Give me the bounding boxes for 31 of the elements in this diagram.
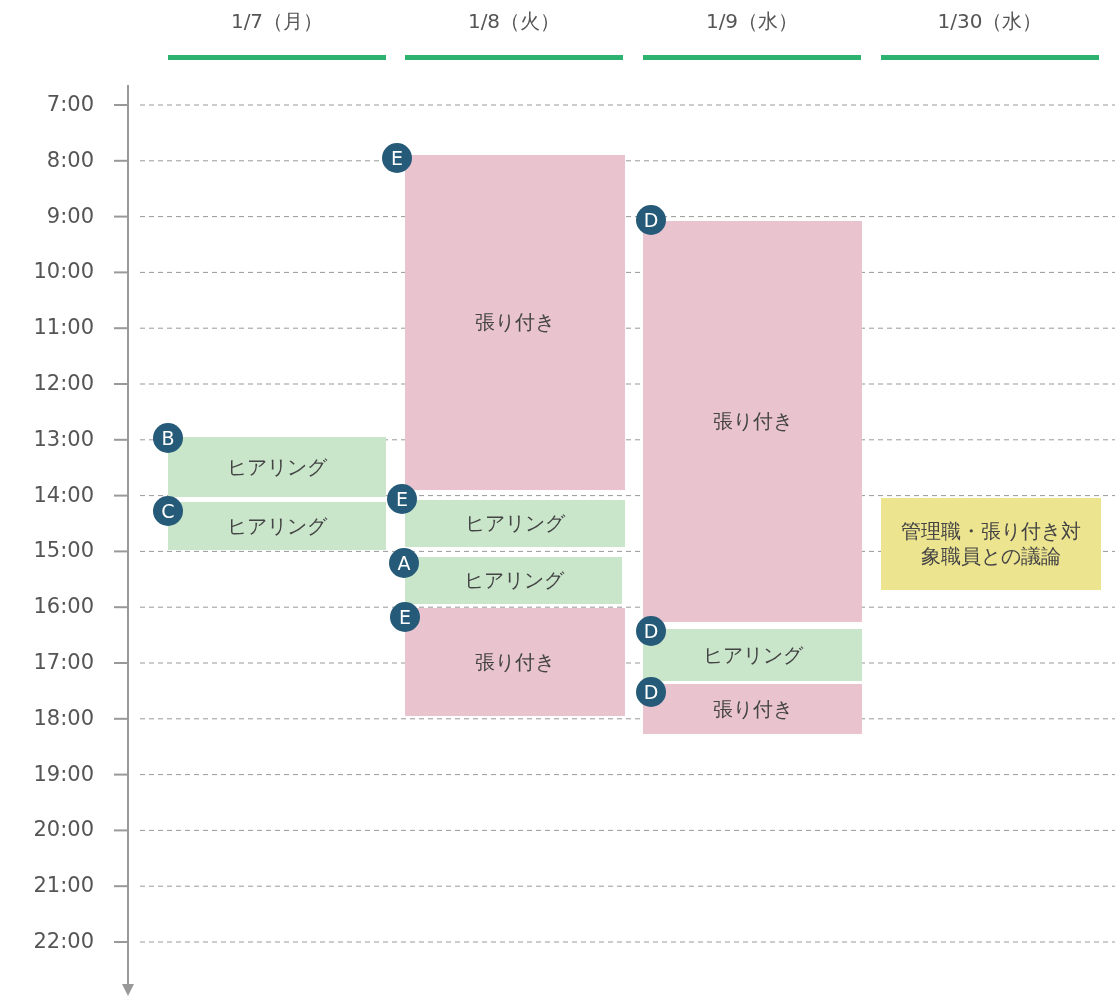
time-label: 19:00 xyxy=(32,761,94,786)
date-header: 1/8（火） xyxy=(466,8,562,35)
date-header: 1/7（月） xyxy=(229,8,325,35)
marker-circle: E xyxy=(387,484,417,514)
time-label: 15:00 xyxy=(32,538,94,563)
marker-circle: A xyxy=(389,548,419,578)
time-label: 22:00 xyxy=(32,929,94,953)
time-label: 8:00 xyxy=(45,147,94,172)
marker-circle: C xyxy=(153,496,183,526)
date-header: 1/9（水） xyxy=(704,8,800,35)
time-label: 16:00 xyxy=(32,594,94,619)
time-label: 14:00 xyxy=(32,482,94,507)
time-label: 13:00 xyxy=(32,426,94,451)
marker-circle: E xyxy=(382,143,412,173)
time-label: 10:00 xyxy=(32,259,94,284)
date-header: 1/30（水） xyxy=(936,8,1044,35)
marker-circle: D xyxy=(636,616,666,646)
time-label: 11:00 xyxy=(32,315,94,340)
time-label: 21:00 xyxy=(32,873,94,898)
marker-circle: B xyxy=(153,423,183,453)
time-label: 9:00 xyxy=(45,203,94,228)
schedule-block: 管理職・張り付き対象職員との議論 xyxy=(881,498,1101,590)
time-label: 7:00 xyxy=(45,92,94,116)
schedule-block: 張り付き xyxy=(405,155,625,490)
time-label: 18:00 xyxy=(32,705,94,730)
time-label: 12:00 xyxy=(32,371,94,395)
marker-circle: D xyxy=(636,205,666,235)
time-label: 17:00 xyxy=(32,650,94,674)
time-label: 20:00 xyxy=(32,817,94,842)
marker-circle: D xyxy=(636,677,666,707)
marker-circle: E xyxy=(390,602,420,632)
